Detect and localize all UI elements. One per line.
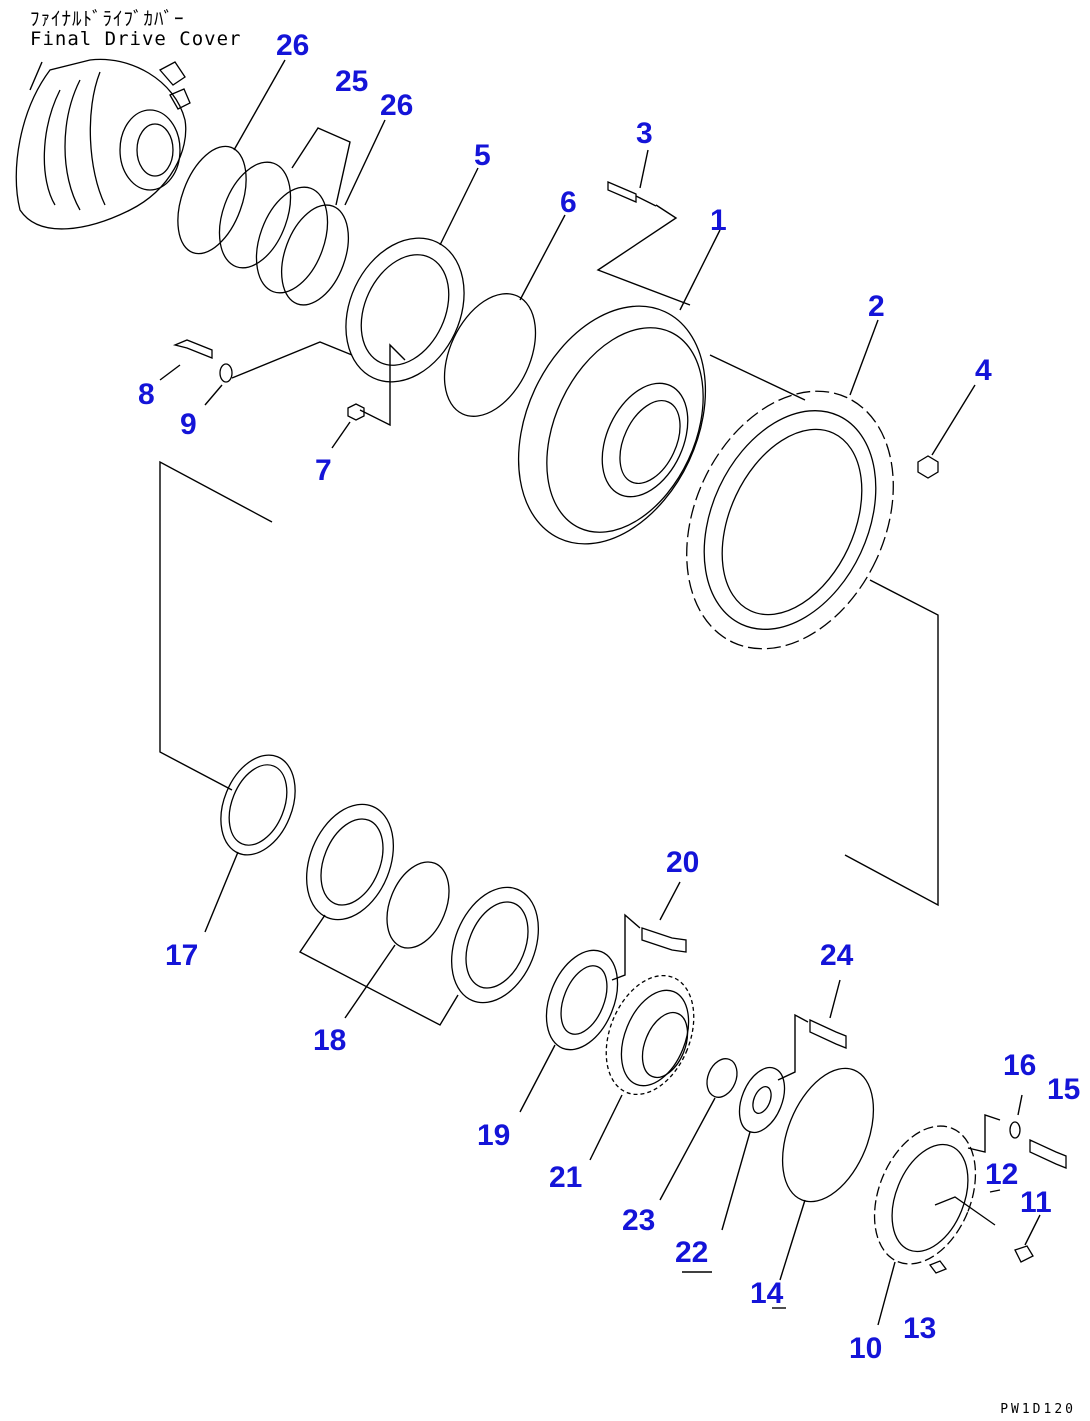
callout-10: 10	[849, 1332, 882, 1365]
part-8-bolt	[159, 339, 213, 381]
callout-12: 12	[985, 1158, 1018, 1191]
callout-26-lower: 26	[380, 89, 413, 122]
part-24-bolt	[777, 979, 847, 1081]
callout-2: 2	[868, 290, 885, 323]
part-10-cover	[873, 1125, 996, 1326]
part-7-plug	[331, 343, 406, 449]
part-17-seal	[204, 754, 296, 933]
callout-22: 22	[675, 1236, 708, 1269]
callout-11: 11	[1020, 1186, 1052, 1219]
callout-4: 4	[975, 354, 992, 387]
part-22-washer	[682, 1066, 786, 1273]
callout-25: 25	[335, 65, 368, 98]
header-title-japanese: ﾌｧｲﾅﾙﾄﾞﾗｲﾌﾞｶﾊﾞｰ	[30, 8, 185, 30]
part-26-oring-lower	[281, 119, 386, 306]
drawing-code: PW1D120	[1000, 1402, 1076, 1417]
part-11-plug	[1014, 1214, 1041, 1263]
part-2-sprocket	[686, 319, 939, 907]
callout-23: 23	[622, 1204, 655, 1237]
part-26-oring-upper	[177, 59, 286, 255]
final-drive-cover-drawing	[15, 58, 191, 230]
callout-14: 14	[750, 1277, 784, 1310]
part-14-oring	[772, 1067, 875, 1309]
part-5-retainer	[345, 167, 479, 383]
part-1-hub	[517, 229, 721, 545]
callout-17: 17	[165, 939, 198, 972]
callout-9: 9	[180, 408, 197, 441]
callout-3: 3	[636, 117, 653, 150]
part-16-washer	[1009, 1094, 1023, 1139]
callout-16: 16	[1003, 1049, 1036, 1082]
callout-15: 15	[1047, 1073, 1080, 1106]
callout-1: 1	[710, 204, 727, 237]
part-25-floating-seal	[218, 127, 351, 294]
part-3-bolt	[596, 149, 691, 306]
assembly-leader-left	[159, 460, 273, 791]
callout-7: 7	[315, 454, 332, 487]
part-19-ring	[519, 949, 619, 1113]
part-4-nut	[917, 384, 976, 479]
callout-labels: 1 2 3 4 5 6 7 8 9 10 11 12 13 14 15 16 1…	[138, 29, 1080, 1365]
header-title-english: Final Drive Cover	[30, 28, 242, 50]
part-21-gear	[589, 974, 695, 1161]
part-13-plug	[928, 1260, 948, 1274]
part-15-bolt	[1029, 1138, 1067, 1169]
callout-26-upper: 26	[276, 29, 309, 62]
callout-21: 21	[549, 1161, 582, 1194]
part-18-bearing-set	[298, 803, 540, 1026]
callout-20: 20	[666, 846, 699, 879]
callout-18: 18	[313, 1024, 346, 1057]
callout-5: 5	[474, 139, 491, 172]
callout-13: 13	[903, 1312, 936, 1345]
callout-19: 19	[477, 1119, 510, 1152]
callout-24: 24	[820, 939, 854, 972]
part-12-leader	[967, 1114, 1001, 1193]
callout-8: 8	[138, 378, 155, 411]
part-6-oring	[443, 214, 566, 417]
part-20-bolt	[611, 881, 687, 981]
part-23-collar	[659, 1058, 738, 1201]
callout-6: 6	[560, 186, 577, 219]
part-9-washer	[204, 341, 353, 406]
